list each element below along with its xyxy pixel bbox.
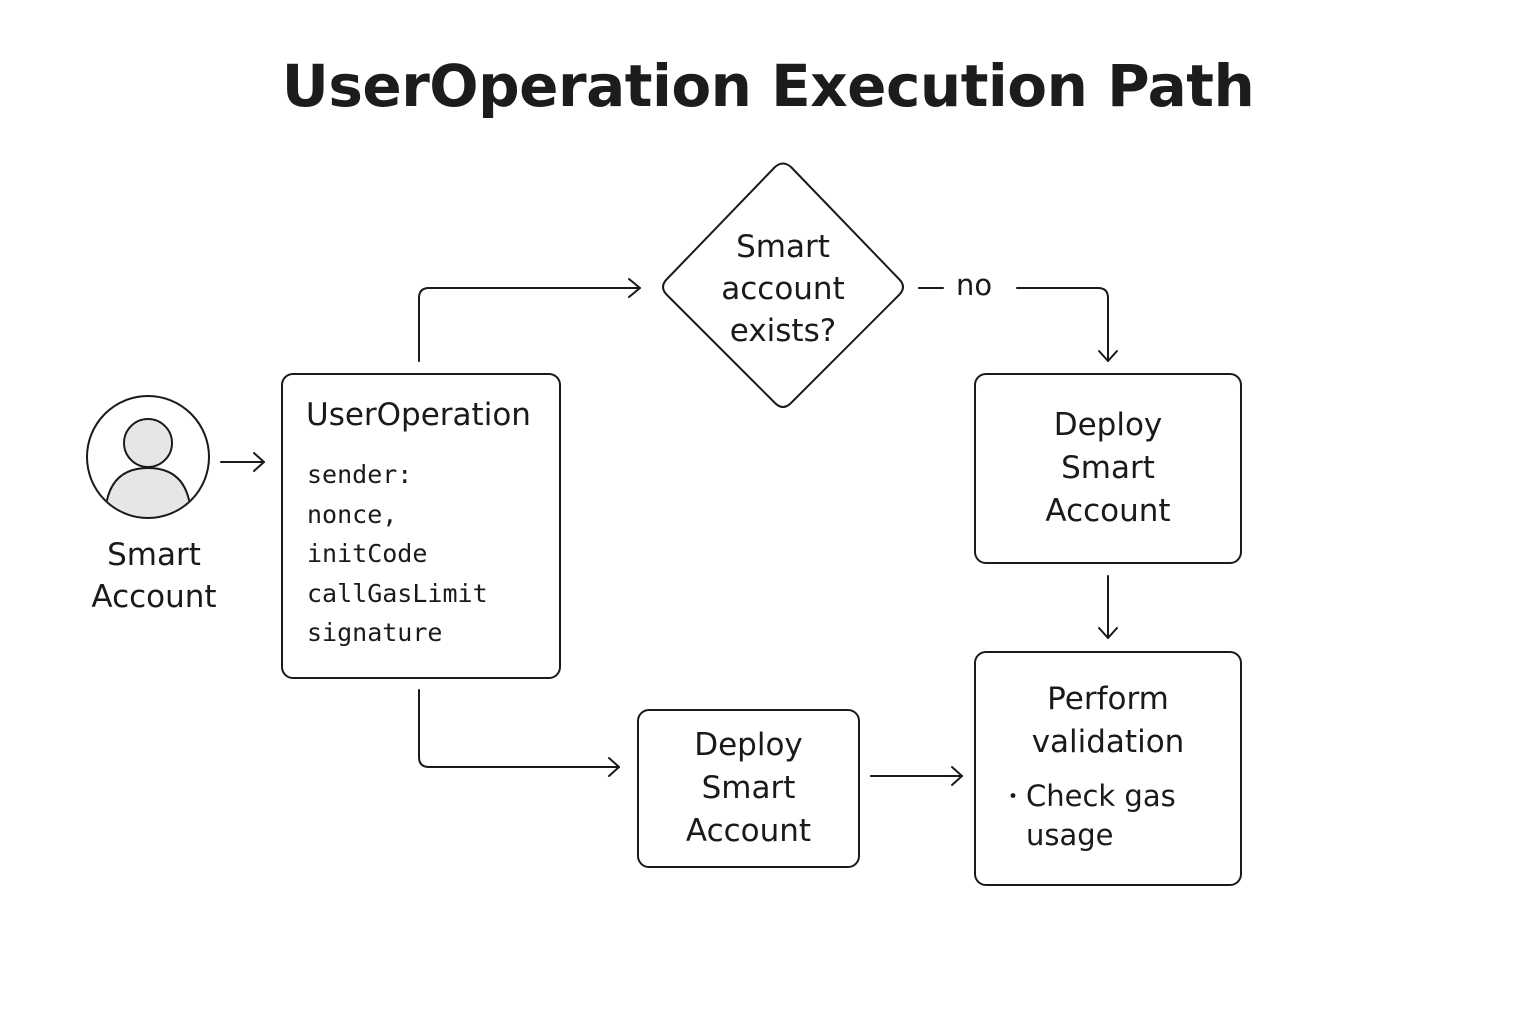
useroperation-fields: sender: nonce, initCode callGasLimit sig… [307,455,488,653]
perform-validation-line2: validation [1031,724,1185,760]
deploy-bottom-line1: Deploy [694,727,803,763]
field-signature: signature [307,618,443,647]
decision-label: Smart account exists? [683,226,883,352]
field-sender: sender: [307,460,413,489]
useroperation-box: UserOperation sender: nonce, initCode ca… [281,373,561,679]
deploy-bottom-line2: Smart [701,770,796,806]
field-nonce: nonce, [307,499,398,529]
decision-line1: Smart [736,229,830,265]
actor-label-line2: Account [91,579,217,615]
arrow-deploy-to-validation [1098,575,1118,639]
arrow-decision-no-to-deploy [918,287,1118,362]
deploy-right-line2: Smart [1061,450,1155,486]
deploy-smart-account-box-right: Deploy Smart Account [974,373,1242,564]
decision-diamond [662,162,904,408]
deploy-right-line1: Deploy [1053,407,1163,443]
arrow-useroperation-to-decision [418,278,641,362]
useroperation-title: UserOperation [306,397,531,433]
arrow-deploy-bottom-to-validation [870,766,963,786]
perform-validation-line1: Perform [1047,681,1169,717]
arrow-useroperation-to-deploy-bottom [418,689,620,777]
actor-label-line1: Smart [107,537,201,573]
bullet-line2: usage [1026,818,1114,852]
actor-label: Smart Account [64,534,244,618]
perform-validation-title: Perform validation [976,678,1240,764]
decision-line2: account [721,271,845,307]
bullet-marker: • [1008,787,1019,807]
perform-validation-box: Perform validation • Check gas usage [974,651,1242,886]
deploy-right-line3: Account [1045,493,1171,529]
decision-line3: exists? [729,313,837,349]
deploy-smart-account-box-bottom: Deploy Smart Account [637,709,860,868]
field-initcode: initCode [307,539,428,568]
no-branch-label: no [956,268,993,302]
bullet-check-gas: Check gas usage [1026,777,1176,855]
diagram-title: UserOperation Execution Path [281,52,1255,120]
arrow-actor-to-useroperation [220,452,265,472]
field-callgaslimit: callGasLimit [307,578,488,608]
deploy-bottom-line3: Account [685,813,812,849]
bullet-line1: Check gas [1026,779,1176,813]
user-avatar-icon [86,395,210,519]
